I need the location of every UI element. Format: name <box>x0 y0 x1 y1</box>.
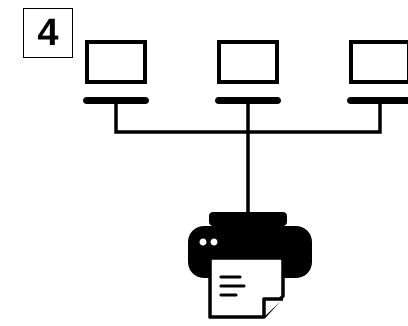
laptop-icon <box>83 40 149 104</box>
printer-icon <box>188 212 312 319</box>
step-number: 4 <box>37 12 59 54</box>
laptop-icon <box>347 40 408 104</box>
laptop-icon <box>215 40 281 104</box>
step-number-box: 4 <box>23 8 73 58</box>
network-connections <box>114 102 382 214</box>
